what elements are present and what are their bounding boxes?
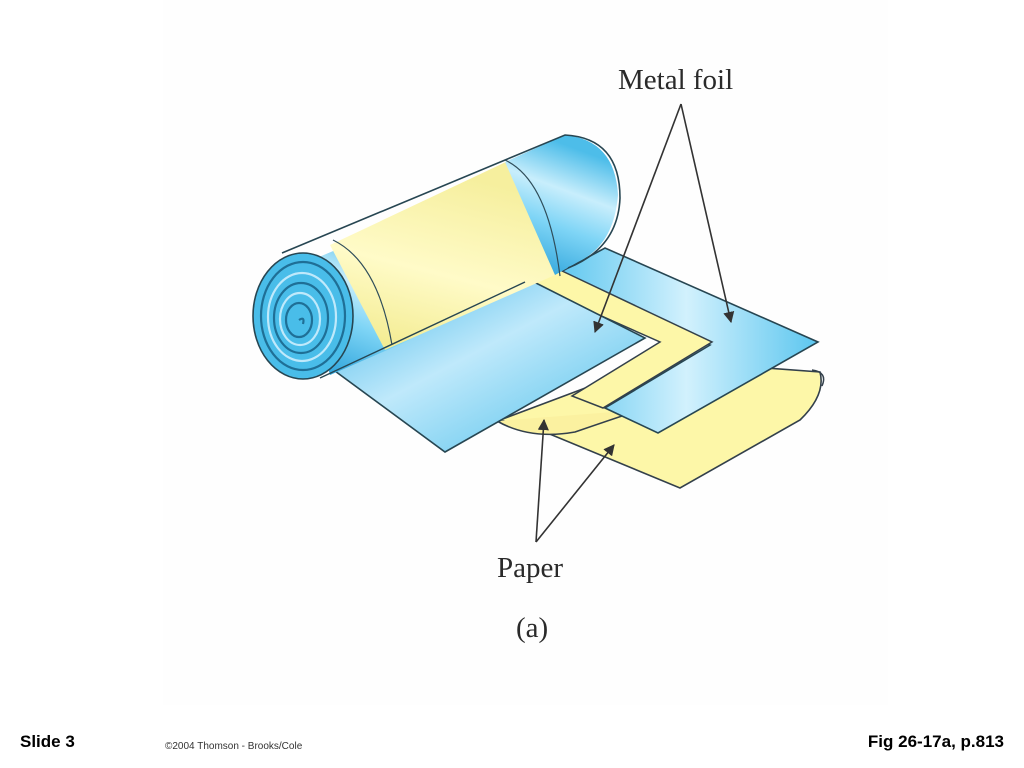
copyright-text: ©2004 Thomson - Brooks/Cole: [165, 741, 303, 752]
roll-seam-2: [504, 159, 561, 277]
roll-seam-1: [332, 239, 393, 346]
paper-label: Paper: [497, 552, 564, 584]
roll-paper-band: [330, 160, 555, 350]
metal-foil-arrow-1: [593, 103, 682, 334]
slide-number: Slide 3: [20, 732, 75, 751]
roll-bottom-edge: [319, 281, 526, 379]
paper-arrow-2: [535, 444, 615, 543]
roll-foil-band-right: [505, 135, 618, 275]
paper-arrow-1: [535, 418, 549, 543]
metal-foil-label: Metal foil: [618, 64, 734, 96]
figure-sublabel: (a): [516, 612, 549, 644]
figure-reference: Fig 26-17a, p.813: [867, 732, 1004, 751]
roll-spiral: [259, 260, 347, 372]
paper-curl-bottom: [496, 409, 641, 436]
metal-foil-arrow-2: [680, 103, 735, 324]
roll-top-edge: [281, 134, 621, 269]
paper-curl-end: [811, 369, 825, 387]
